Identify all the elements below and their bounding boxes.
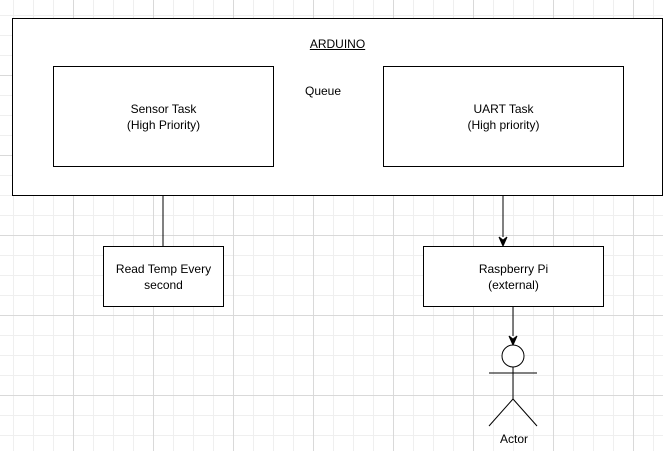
- raspberry-pi-box[interactable]: Raspberry Pi (external): [423, 246, 604, 307]
- rpi-to-actor-arrow: [508, 307, 518, 347]
- arduino-label: ARDUINO: [309, 37, 366, 51]
- actor-label: Actor: [499, 432, 528, 446]
- rpi-to-actor-arrow-head: [508, 335, 518, 347]
- read-temp-box[interactable]: Read Temp Every second: [103, 246, 224, 307]
- sensor-task-box[interactable]: Sensor Task (High Priority): [53, 66, 274, 167]
- queue-edge-label: Queue: [304, 84, 342, 98]
- actor-right-leg: [512, 398, 538, 427]
- uart-to-rpi-arrow-head: [498, 236, 508, 248]
- actor-head: [501, 344, 525, 368]
- uart-task-box[interactable]: UART Task (High priority): [383, 66, 624, 167]
- actor-left-leg: [488, 398, 514, 427]
- actor-figure: [488, 344, 538, 427]
